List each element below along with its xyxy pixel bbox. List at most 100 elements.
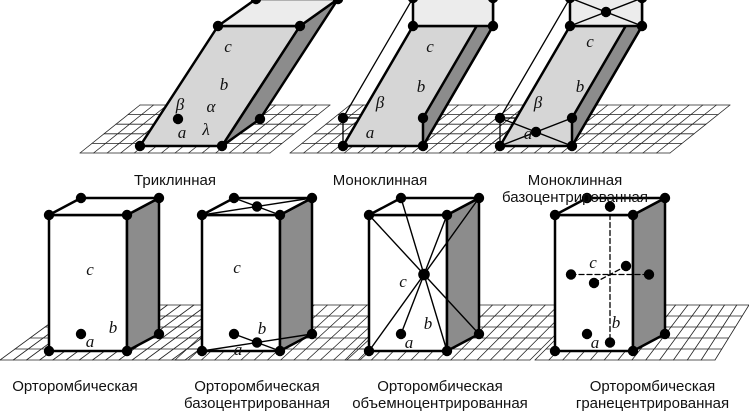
- label-c: c: [399, 272, 407, 291]
- atom: [121, 209, 133, 221]
- atom: [332, 0, 344, 5]
- grid-line: [700, 304, 738, 361]
- cell-orthorhombic-face-centered: cba: [549, 192, 671, 357]
- grid-line: [93, 104, 154, 154]
- atom: [637, 0, 647, 4]
- atom: [604, 201, 616, 212]
- atom: [294, 20, 306, 32]
- caption-monoclinic-base-centered: Моноклинная базоцентрированная: [502, 172, 648, 206]
- label-b: b: [220, 75, 229, 94]
- grid-line: [615, 104, 677, 154]
- atom: [581, 192, 593, 204]
- atom: [134, 140, 146, 152]
- atom: [659, 192, 671, 204]
- atom: [43, 345, 55, 357]
- caption-orthorhombic-base-centered: Орторомбическая базоцентрированная: [184, 378, 330, 412]
- atom: [565, 269, 577, 280]
- grid-line: [574, 104, 636, 154]
- atom: [627, 345, 639, 357]
- atom: [363, 345, 375, 357]
- atom: [153, 328, 165, 340]
- atom: [636, 20, 648, 32]
- atom: [441, 209, 453, 221]
- cell-orthorhombic: cba: [43, 192, 165, 357]
- grid-line: [601, 104, 663, 154]
- atom: [395, 328, 407, 340]
- atom: [251, 337, 263, 348]
- atom: [216, 140, 228, 152]
- side-face: [421, 0, 495, 148]
- atom: [274, 209, 286, 221]
- grid-line: [106, 104, 168, 154]
- label-a: a: [366, 123, 375, 142]
- grid-line: [686, 304, 725, 361]
- label-c: c: [224, 37, 232, 56]
- atom: [274, 345, 286, 357]
- caption-orthorhombic-face-centered: Орторомбическая гранецентрированная: [575, 378, 730, 412]
- grid-line: [438, 104, 500, 154]
- label-lambda: λ: [201, 120, 209, 139]
- atom: [488, 0, 498, 4]
- top-face: [411, 0, 495, 28]
- atom: [494, 112, 506, 124]
- grid-line: [476, 304, 533, 361]
- grid-line: [289, 104, 351, 154]
- hidden-edge: [342, 0, 413, 119]
- grid-line: [489, 304, 546, 361]
- caption-orthorhombic: Орторомбическая: [12, 378, 138, 395]
- label-beta: β: [533, 93, 543, 112]
- grid-line: [659, 304, 701, 361]
- atom: [581, 328, 593, 340]
- label-c: c: [233, 258, 241, 277]
- atom: [627, 209, 639, 221]
- label-c: c: [589, 253, 597, 272]
- atom: [250, 0, 262, 5]
- label-alpha: α: [207, 97, 217, 116]
- atom: [251, 201, 263, 212]
- label-b: b: [424, 314, 433, 333]
- atom: [408, 0, 418, 4]
- atom: [565, 0, 575, 4]
- atom: [172, 113, 184, 125]
- atom: [588, 277, 600, 289]
- atom: [643, 269, 655, 280]
- atom: [473, 328, 485, 340]
- grid-line: [228, 104, 290, 154]
- atom: [121, 345, 133, 357]
- label-b: b: [576, 77, 585, 96]
- atom: [43, 209, 55, 221]
- atom: [417, 112, 429, 124]
- label-a: a: [405, 333, 414, 352]
- side-face: [125, 196, 161, 353]
- atom: [153, 192, 165, 204]
- atom: [473, 192, 485, 204]
- label-b: b: [612, 313, 621, 332]
- grid-line: [466, 104, 527, 154]
- grid-line: [303, 104, 364, 154]
- atom: [407, 20, 419, 32]
- atom: [417, 140, 429, 152]
- caption-monoclinic: Моноклинная: [332, 172, 428, 189]
- atom: [564, 20, 576, 32]
- atom: [228, 328, 240, 340]
- label-b: b: [109, 318, 118, 337]
- cell-orthorhombic-body-centered: c ba: [363, 192, 485, 357]
- side-face: [278, 196, 314, 353]
- atom: [395, 192, 407, 204]
- atom: [604, 337, 616, 348]
- atom: [494, 140, 506, 152]
- label-a: a: [234, 340, 243, 359]
- grid-line: [242, 104, 304, 154]
- grid-line: [588, 104, 649, 154]
- grid-line: [131, 304, 208, 361]
- label-b: b: [258, 319, 267, 338]
- atom: [306, 192, 318, 204]
- front-face: [367, 213, 449, 353]
- caption-orthorhombic-body-centered: Орторомбическая объемноцентрированная: [352, 378, 528, 412]
- atom: [306, 328, 318, 340]
- label-a: a: [86, 332, 95, 351]
- grid-line: [306, 304, 368, 361]
- label-beta: β: [175, 95, 185, 114]
